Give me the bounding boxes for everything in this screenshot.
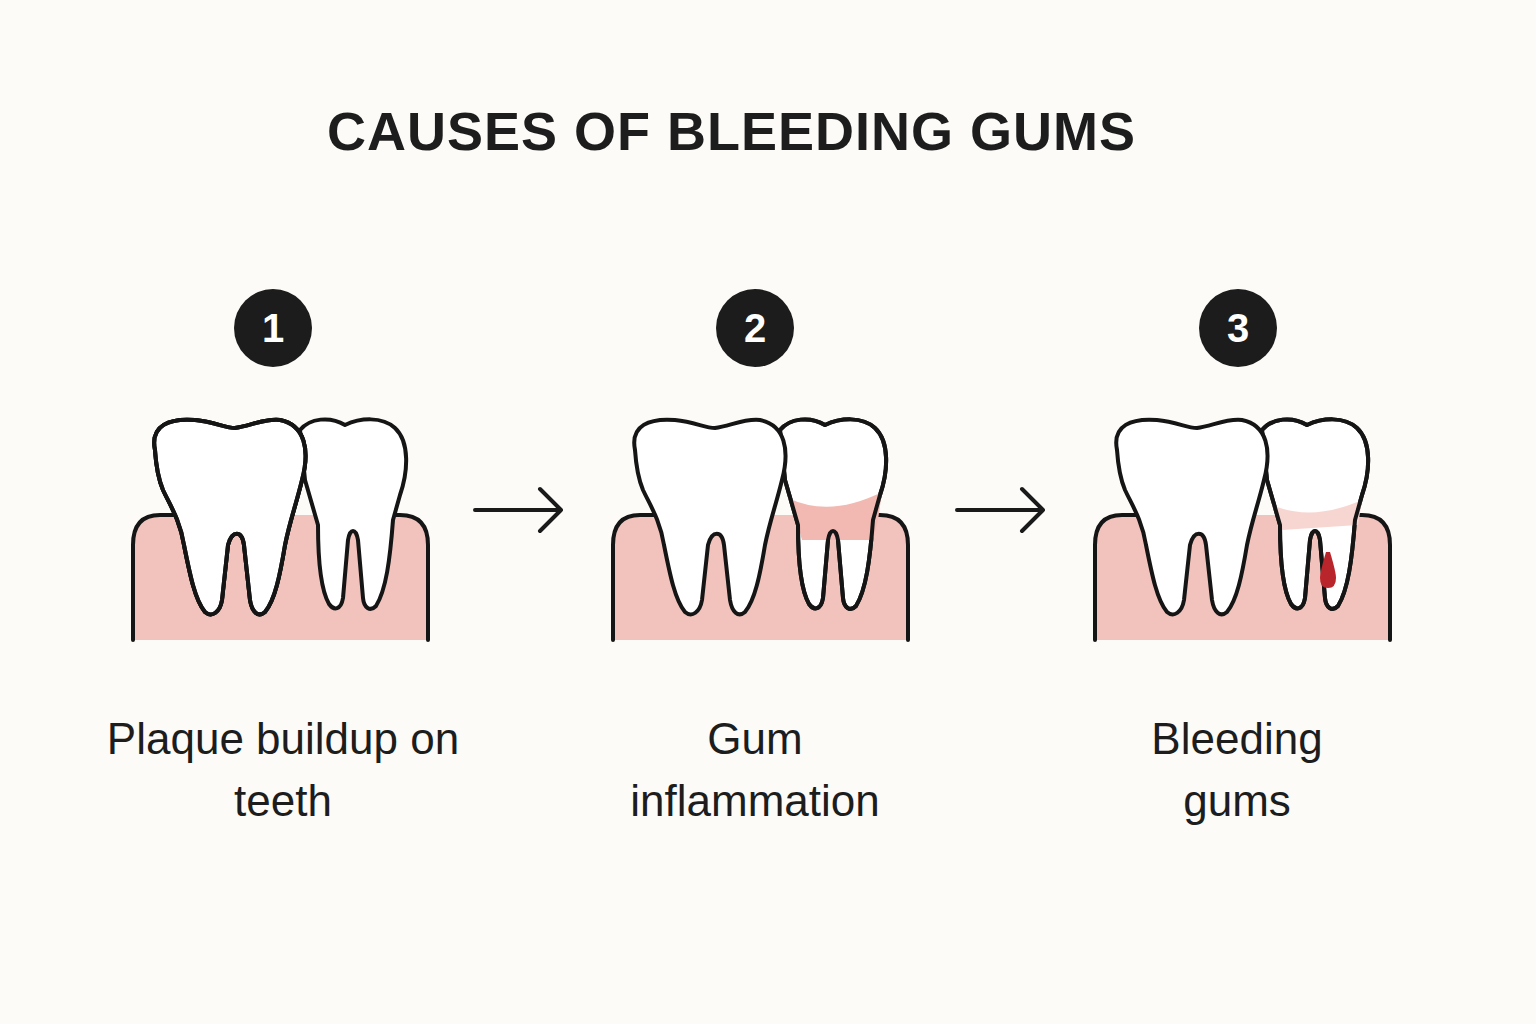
diagram-title: CAUSES OF BLEEDING GUMS xyxy=(327,100,1136,162)
plaque-teeth xyxy=(133,410,428,640)
step-number-circle: 3 xyxy=(1199,289,1277,367)
inflamed-teeth xyxy=(613,419,908,640)
step-arrows xyxy=(475,489,1043,531)
blood-drop xyxy=(1320,552,1336,588)
step-caption: Plaque buildup on teeth xyxy=(103,708,463,832)
callout-number: 2 xyxy=(744,306,766,351)
step-caption: Gum inflammation xyxy=(605,708,905,832)
step-number-circle: 1 xyxy=(234,289,312,367)
callout-number: 1 xyxy=(262,306,284,351)
step-number-circle: 2 xyxy=(716,289,794,367)
bleeding-teeth xyxy=(1095,419,1390,640)
callout-number: 3 xyxy=(1227,306,1249,351)
step-caption: Bleeding gums xyxy=(1117,708,1357,832)
